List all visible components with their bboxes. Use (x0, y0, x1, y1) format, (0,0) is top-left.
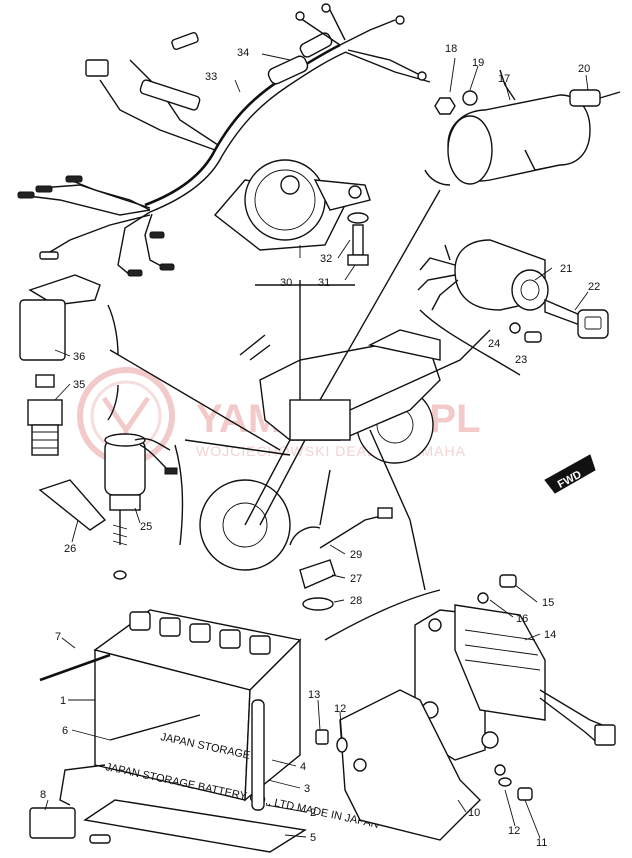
callout-31: 31 (318, 277, 330, 289)
motorcycle-outline (199, 329, 441, 571)
callout-19: 19 (472, 57, 484, 69)
callout-25: 25 (140, 521, 152, 533)
gasket (302, 597, 334, 611)
callout-26: 26 (64, 543, 76, 555)
wire-harness (17, 3, 431, 277)
callout-2: 2 (310, 807, 316, 819)
callout-20: 20 (578, 63, 590, 75)
condenser-assembly (38, 433, 178, 580)
horn-body (244, 159, 326, 241)
callout-36: 36 (73, 351, 85, 363)
bolt (499, 574, 517, 588)
neutral-switch-assembly (299, 507, 393, 611)
rectifier (454, 604, 546, 721)
callout-29: 29 (350, 549, 362, 561)
callout-34: 34 (237, 47, 249, 59)
harness-clamp (299, 32, 333, 58)
callout-23: 23 (515, 354, 527, 366)
callout-27: 27 (350, 573, 362, 585)
nut (434, 97, 456, 115)
callout-11: 11 (536, 837, 547, 849)
washer (509, 322, 521, 334)
callout-14: 14 (544, 629, 556, 641)
callout-13: 13 (308, 689, 320, 701)
callout-35: 35 (73, 379, 85, 391)
harness-sleeve (267, 55, 309, 85)
callout-18: 18 (445, 43, 457, 55)
callout-10: 10 (468, 807, 480, 819)
callout-4: 4 (300, 761, 306, 773)
screw (524, 331, 542, 343)
callout-7: 7 (55, 631, 61, 643)
washer (462, 90, 478, 106)
callout-leaders (44, 53, 589, 839)
vent-tube (251, 699, 265, 811)
callout-32: 32 (320, 253, 332, 265)
fuse-holder (29, 807, 76, 839)
horn-bolt (352, 224, 364, 256)
leader-lines (107, 169, 521, 641)
callout-28: 28 (350, 595, 362, 607)
callout-12-lower: 12 (508, 825, 520, 837)
callout-5: 5 (310, 832, 316, 844)
callout-8: 8 (40, 789, 46, 801)
rectifier-assembly (315, 574, 616, 841)
washer (477, 592, 489, 604)
callout-12-upper: 12 (334, 703, 346, 715)
spark-plug-assembly (19, 274, 101, 456)
callout-21: 21 (560, 263, 572, 275)
bracket (38, 479, 107, 531)
horn-washer (347, 212, 369, 224)
battery-tray (83, 799, 307, 853)
callout-17: 17 (498, 73, 510, 85)
callout-numbers: 34 33 18 19 17 20 21 22 24 23 30 32 31 3… (40, 43, 600, 849)
callout-16: 16 (516, 613, 528, 625)
callout-6: 6 (62, 725, 68, 737)
nut (315, 729, 329, 745)
mounting-plate (339, 689, 481, 841)
horn-assembly (213, 159, 371, 266)
main-switch-assembly (417, 239, 609, 343)
ignition-coil-assembly (434, 69, 621, 185)
callout-15: 15 (542, 597, 554, 609)
spark-plug-cap (19, 299, 66, 361)
callout-22: 22 (588, 281, 600, 293)
callout-33: 33 (205, 71, 217, 83)
harness-coupler (85, 59, 109, 77)
spark-plug (27, 399, 63, 426)
forward-direction-marker: FWD (544, 454, 596, 494)
callout-3: 3 (304, 783, 310, 795)
key (544, 298, 609, 339)
callout-30: 30 (280, 277, 292, 289)
condenser (104, 439, 146, 496)
washer (336, 737, 348, 753)
callout-1: 1 (60, 695, 66, 707)
callout-24: 24 (488, 338, 500, 350)
